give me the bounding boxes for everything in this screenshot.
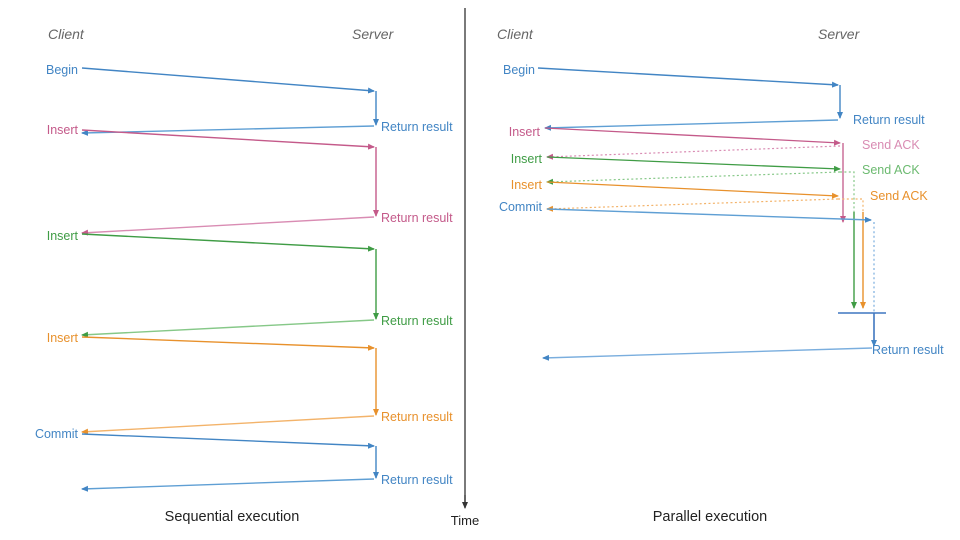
- left-msg-insert-request-1: [81, 129, 375, 150]
- time-axis-label: Time: [451, 513, 479, 528]
- right-server-label-send-ack-2: Send ACK: [862, 163, 920, 177]
- right-server-pending-orange: [838, 198, 864, 212]
- right-msg-insert-request-3: [546, 181, 839, 199]
- right-client-label-insert-3: Insert: [511, 178, 543, 192]
- left-lane-header-client: Client: [48, 26, 85, 42]
- right-lane-header-server: Server: [818, 26, 861, 42]
- left-msg-return-result-5: [81, 478, 375, 492]
- left-client-label-insert-1: Insert: [47, 123, 79, 137]
- right-msg-send-ack-3: [546, 198, 839, 212]
- left-client-label-begin: Begin: [46, 63, 78, 77]
- left-client-label-insert-2: Insert: [47, 229, 79, 243]
- left-lane-header-server: Server: [352, 26, 395, 42]
- left-server-label-return-3: Return result: [381, 314, 453, 328]
- left-server-label-return-5: Return result: [381, 473, 453, 487]
- right-server-label-return-2: Return result: [872, 343, 944, 357]
- right-msg-send-ack-1: [546, 145, 841, 160]
- left-msg-begin-request: [81, 67, 375, 94]
- right-server-label-send-ack-1: Send ACK: [862, 138, 920, 152]
- right-msg-begin-request: [537, 67, 839, 88]
- right-panel-caption: Parallel execution: [653, 509, 767, 525]
- right-panel: Client Server Begin Insert Insert Insert…: [497, 26, 944, 525]
- left-client-label-commit: Commit: [35, 427, 79, 441]
- right-client-label-begin: Begin: [503, 63, 535, 77]
- left-msg-return-result-4: [81, 415, 375, 435]
- right-client-label-commit: Commit: [499, 200, 543, 214]
- right-server-label-send-ack-3: Send ACK: [870, 189, 928, 203]
- right-msg-insert-request-2: [546, 156, 841, 172]
- right-msg-commit-request: [546, 208, 872, 223]
- left-panel: Client Server Begin Insert Insert Insert…: [35, 26, 453, 525]
- right-client-label-insert-1: Insert: [509, 125, 541, 139]
- left-msg-insert-request-2: [81, 233, 375, 252]
- left-client-label-insert-3: Insert: [47, 331, 79, 345]
- right-msg-return-result-1: [544, 119, 839, 131]
- left-server-label-return-1: Return result: [381, 120, 453, 134]
- left-msg-return-result-2: [81, 216, 375, 236]
- left-server-label-return-4: Return result: [381, 410, 453, 424]
- right-server-label-return-1: Return result: [853, 113, 925, 127]
- left-msg-commit-request: [81, 433, 375, 449]
- right-client-label-insert-2: Insert: [511, 152, 543, 166]
- right-msg-return-result-2: [542, 347, 873, 361]
- left-server-label-return-2: Return result: [381, 211, 453, 225]
- left-msg-return-result-3: [81, 319, 375, 338]
- left-panel-caption: Sequential execution: [165, 509, 300, 525]
- right-server-pending-green: [840, 171, 855, 212]
- right-msg-insert-request-1: [544, 127, 841, 146]
- left-msg-return-result-1: [81, 125, 375, 136]
- right-msg-send-ack-2: [546, 171, 841, 185]
- right-lane-header-client: Client: [497, 26, 534, 42]
- left-msg-insert-request-3: [81, 336, 375, 351]
